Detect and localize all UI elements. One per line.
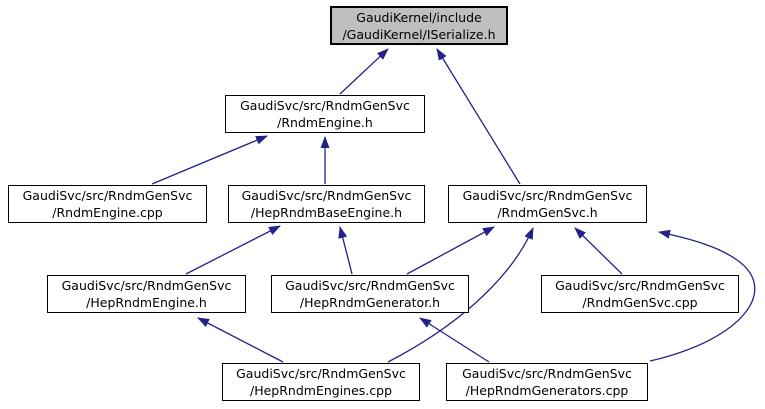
edge-heprndmgenerators-cpp-to-heprndmgenerator-h	[419, 317, 490, 363]
node-iserialize-h[interactable]: GaudiKernel/include /GaudiKernel/ISerial…	[330, 6, 508, 45]
node-heprndmgenerators-cpp[interactable]: GaudiSvc/src/RndmGenSvc /HepRndmGenerato…	[446, 363, 648, 401]
node-rndmengine-cpp[interactable]: GaudiSvc/src/RndmGenSvc /RndmEngine.cpp	[8, 185, 207, 223]
node-heprndmgenerator-h[interactable]: GaudiSvc/src/RndmGenSvc /HepRndmGenerato…	[271, 275, 469, 313]
edge-heprndmengines-cpp-to-rndmgensvc-h	[387, 227, 534, 363]
node-label-line2: /HepRndmGenerator.h	[299, 295, 441, 310]
edge-rndmengine-h-to-iserialize-h	[339, 48, 389, 95]
node-heprndmengines-cpp[interactable]: GaudiSvc/src/RndmGenSvc /HepRndmEngines.…	[222, 363, 420, 401]
node-label-line1: GaudiSvc/src/RndmGenSvc	[22, 188, 193, 203]
edge-rndmengine-cpp-to-rndmengine-h	[151, 135, 268, 185]
edge-rndmgensvc-cpp-to-rndmgensvc-h	[574, 227, 623, 275]
node-label-line1: GaudiSvc/src/RndmGenSvc	[462, 188, 633, 203]
node-label-line1: GaudiSvc/src/RndmGenSvc	[61, 278, 232, 293]
node-label-line1: GaudiSvc/src/RndmGenSvc	[285, 278, 455, 293]
node-rndmgensvc-h[interactable]: GaudiSvc/src/RndmGenSvc /RndmGenSvc.h	[448, 185, 647, 223]
node-label-line1: GaudiSvc/src/RndmGenSvc	[236, 366, 406, 381]
node-label-line2: /RndmGenSvc.cpp	[582, 295, 698, 310]
node-label-line1: GaudiSvc/src/RndmGenSvc	[462, 366, 632, 381]
node-label-line2: /GaudiKernel/ISerialize.h	[342, 26, 496, 42]
node-label-line1: GaudiSvc/src/RndmGenSvc	[241, 188, 412, 203]
node-label-line1: GaudiSvc/src/RndmGenSvc	[240, 98, 410, 113]
node-label-line2: /HepRndmEngine.h	[86, 295, 207, 310]
edge-heprndmengine-h-to-heprndmbaseengine-h	[185, 225, 281, 275]
edge-heprndmgenerator-h-to-rndmgensvc-h	[406, 226, 495, 275]
edge-rndmgensvc-h-to-iserialize-h	[436, 48, 521, 185]
edge-heprndmgenerators-cpp-to-rndmgensvc-h	[649, 229, 756, 362]
node-label-line2: /RndmEngine.cpp	[52, 205, 163, 220]
node-label-line2: /HepRndmBaseEngine.h	[250, 205, 403, 220]
edge-heprndmengines-cpp-to-heprndmengine-h	[197, 317, 284, 363]
node-label-line2: /RndmGenSvc.h	[497, 205, 598, 220]
node-heprndmengine-h[interactable]: GaudiSvc/src/RndmGenSvc /HepRndmEngine.h	[47, 275, 246, 313]
node-rndmengine-h[interactable]: GaudiSvc/src/RndmGenSvc /RndmEngine.h	[225, 95, 425, 133]
node-label-line1: GaudiSvc/src/RndmGenSvc	[555, 278, 725, 293]
node-label-line2: /RndmEngine.h	[277, 115, 373, 130]
node-label-line1: GaudiKernel/include	[356, 9, 482, 25]
node-heprndmbaseengine-h[interactable]: GaudiSvc/src/RndmGenSvc /HepRndmBaseEngi…	[228, 185, 425, 223]
node-label-line2: /HepRndmGenerators.cpp	[465, 383, 629, 398]
node-rndmgensvc-cpp[interactable]: GaudiSvc/src/RndmGenSvc /RndmGenSvc.cpp	[541, 275, 739, 313]
edge-heprndmgenerator-h-to-heprndmbaseengine-h	[338, 226, 353, 275]
node-label-line2: /HepRndmEngines.cpp	[249, 383, 393, 398]
